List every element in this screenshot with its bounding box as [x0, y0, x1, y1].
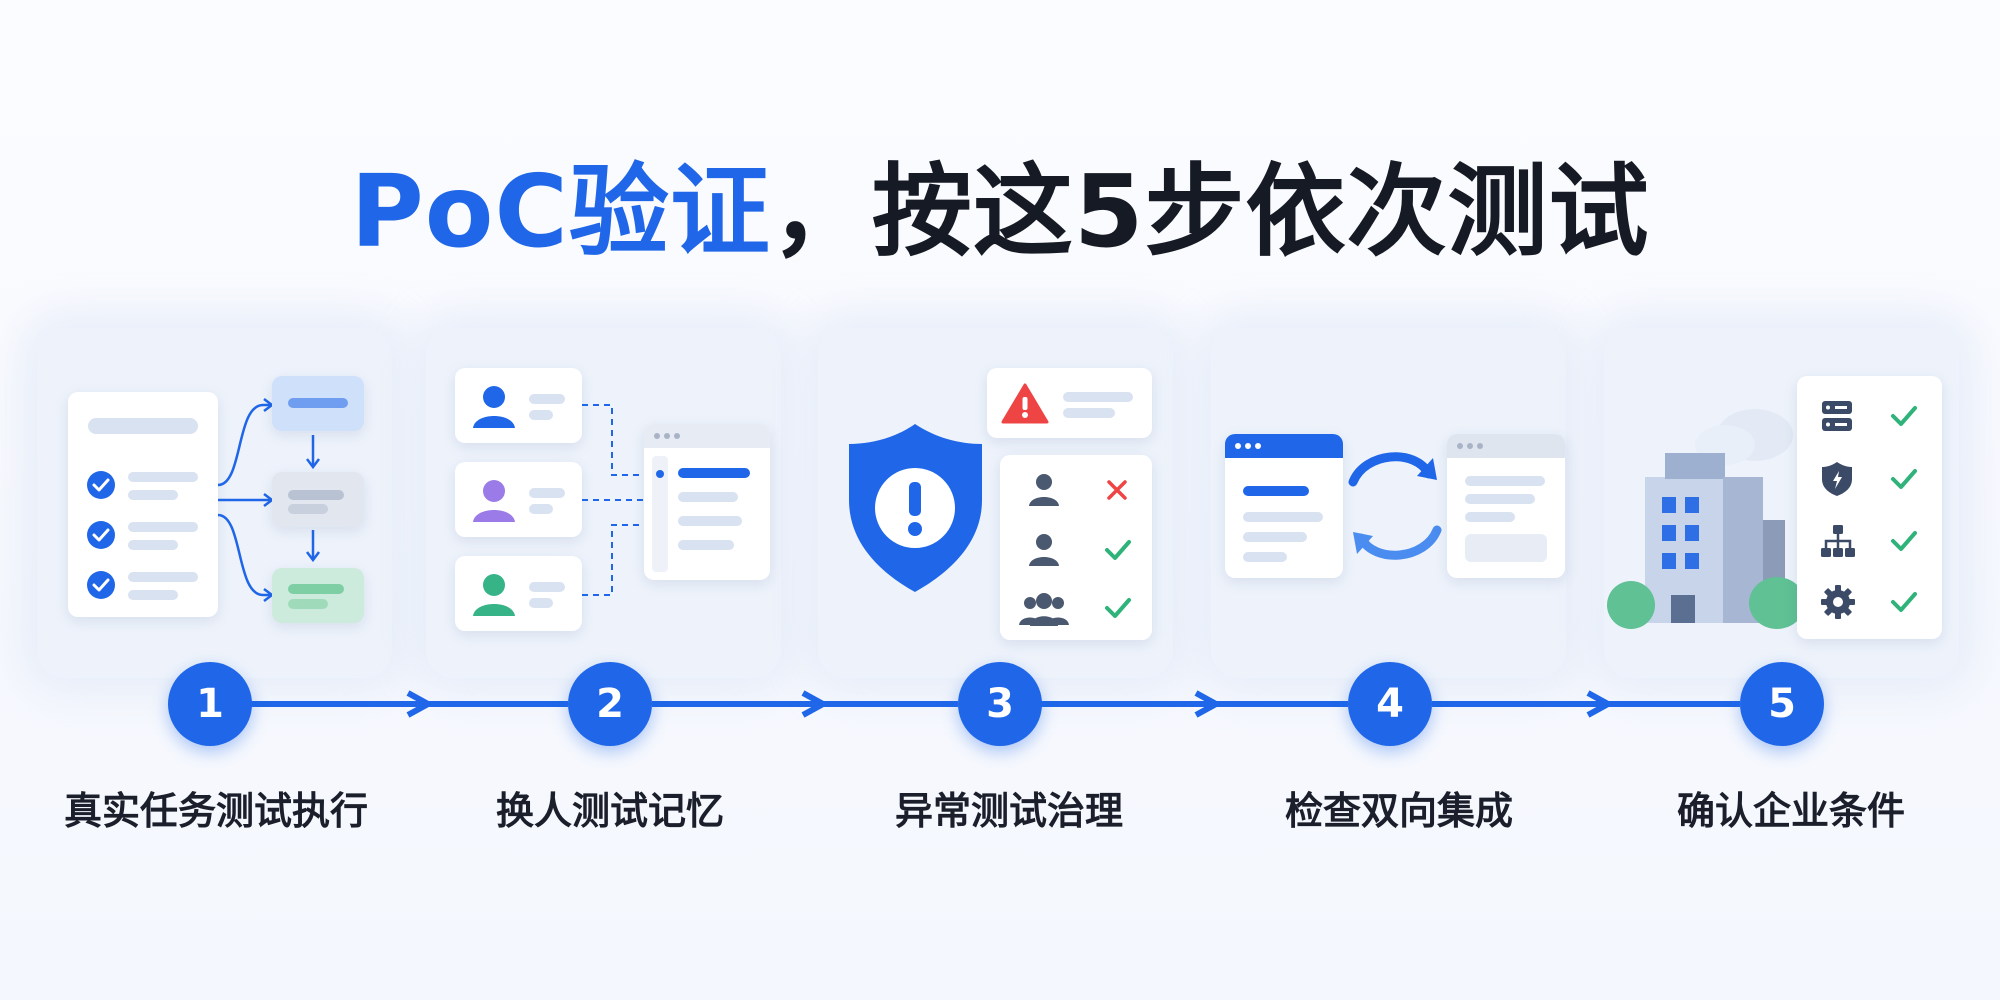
shield-alert-icon	[849, 424, 982, 592]
flow-line	[288, 599, 328, 609]
window-dot	[1477, 443, 1483, 449]
requirements-card	[1797, 376, 1942, 639]
check-icon	[1891, 592, 1917, 612]
step-number-5: 5	[1740, 662, 1824, 746]
warning-line	[1063, 392, 1133, 402]
window-line	[1465, 512, 1515, 522]
memory-window	[644, 424, 770, 580]
window-sidebar-dot	[656, 470, 664, 478]
flow-step-top	[272, 376, 364, 431]
window-dot	[1235, 443, 1241, 449]
window-titlebar	[1225, 434, 1343, 458]
building-icon	[1607, 409, 1805, 629]
flow-line	[288, 504, 328, 514]
access-list-card	[1000, 455, 1152, 640]
network-icon	[1821, 525, 1855, 557]
check-circle-icon	[87, 571, 115, 599]
step-label-5: 确认企业条件	[1676, 789, 1905, 833]
window-dot	[654, 433, 660, 439]
flow-step-middle	[272, 472, 364, 527]
window-line	[1465, 494, 1535, 504]
user-icon	[473, 480, 515, 522]
title-rest: 按这5步依次测试	[871, 153, 1650, 270]
title-highlight: PoC验证	[350, 153, 771, 270]
check-circle-icon	[87, 521, 115, 549]
check-icon	[1105, 540, 1131, 560]
warning-line	[1063, 408, 1115, 418]
step-label-2: 换人测试记忆	[495, 789, 724, 833]
step-number-2: 2	[568, 662, 652, 746]
checklist-line	[128, 590, 178, 600]
check-circle-icon	[87, 471, 115, 499]
flow-line	[288, 490, 344, 500]
window-block	[1465, 534, 1547, 562]
checklist-header	[88, 418, 198, 434]
user-line	[529, 394, 565, 404]
checklist-line	[128, 490, 178, 500]
window-dot	[1245, 443, 1251, 449]
flow-line	[288, 584, 344, 594]
warning-icon	[1001, 383, 1049, 424]
check-icon	[1891, 469, 1917, 489]
window-line-active	[678, 468, 750, 478]
user-line	[529, 410, 553, 420]
window-line-active	[1243, 486, 1309, 496]
user-line	[529, 582, 565, 592]
sync-arrows-icon	[1348, 452, 1442, 560]
user-icon	[1029, 534, 1059, 566]
window-titlebar	[1447, 434, 1565, 458]
window-line	[678, 492, 738, 502]
check-icon	[1105, 598, 1131, 618]
window-dot	[1467, 443, 1473, 449]
shield-icon	[1822, 462, 1852, 496]
window-line	[1243, 532, 1307, 542]
step-number-4: 4	[1348, 662, 1432, 746]
user-line	[529, 488, 565, 498]
window-line	[1465, 476, 1545, 486]
source-window	[1225, 434, 1343, 578]
check-icon	[1891, 531, 1917, 551]
checklist-line	[128, 572, 198, 582]
checklist-card	[68, 392, 218, 617]
window-sidebar	[652, 456, 668, 572]
user-line	[529, 598, 553, 608]
title-separator: ，	[770, 153, 872, 270]
flow-connectors	[218, 398, 320, 602]
user-card-purple	[455, 462, 582, 537]
user-card-green	[455, 556, 582, 631]
window-line	[678, 516, 742, 526]
page-title: PoC验证，按这5步依次测试	[0, 130, 2000, 275]
group-icon	[1019, 593, 1069, 626]
window-line	[678, 540, 734, 550]
step-label-4: 检查双向集成	[1284, 789, 1513, 833]
checklist-line	[128, 522, 198, 532]
gear-icon	[1821, 585, 1855, 619]
window-dot	[1457, 443, 1463, 449]
user-icon	[473, 574, 515, 616]
dashed-connectors	[582, 404, 644, 596]
user-card-blue	[455, 368, 582, 443]
cross-icon	[1107, 480, 1127, 500]
flow-line	[288, 398, 348, 408]
step-label-3: 异常测试治理	[894, 789, 1123, 833]
window-line	[1243, 552, 1287, 562]
step-label-1: 真实任务测试执行	[64, 789, 369, 833]
user-line	[529, 504, 553, 514]
window-line	[1243, 512, 1323, 522]
window-dot	[1255, 443, 1261, 449]
step-number-1: 1	[168, 662, 252, 746]
check-icon	[1891, 406, 1917, 426]
user-icon	[1029, 474, 1059, 506]
target-window	[1447, 434, 1565, 578]
window-dot	[674, 433, 680, 439]
flow-step-bottom	[272, 568, 364, 623]
checklist-line	[128, 472, 198, 482]
step-number-3: 3	[958, 662, 1042, 746]
checklist-line	[128, 540, 178, 550]
warning-card	[987, 368, 1152, 438]
window-dot	[664, 433, 670, 439]
server-icon	[1822, 401, 1852, 431]
user-icon	[473, 386, 515, 428]
